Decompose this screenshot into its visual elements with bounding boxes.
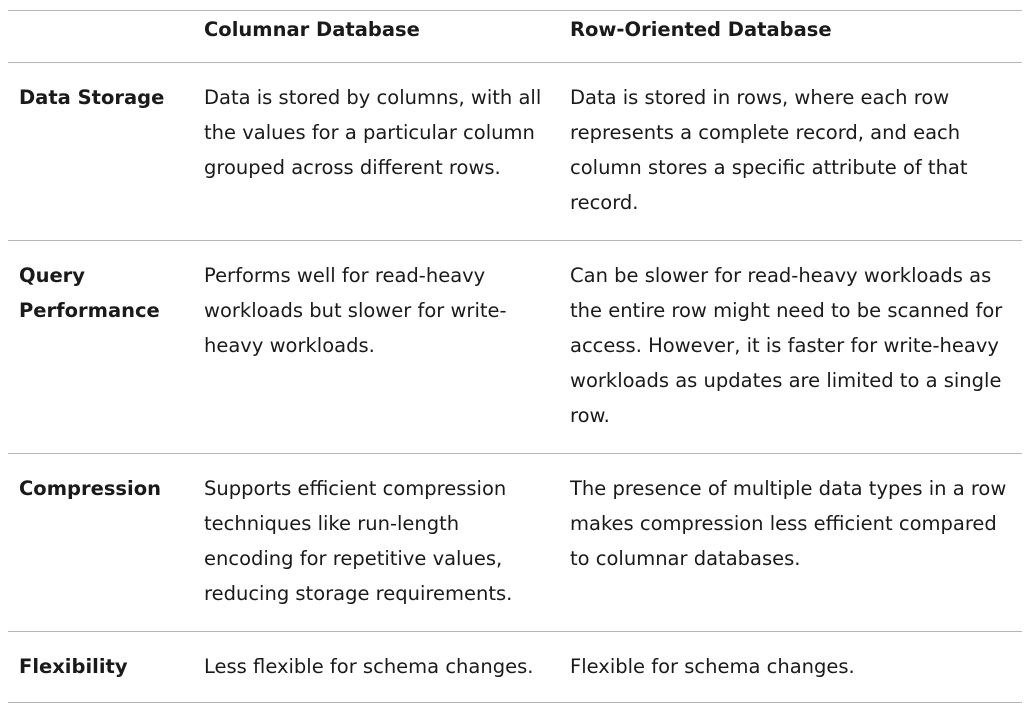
comparison-table: Columnar Database Row-Oriented Database … xyxy=(8,10,1022,703)
row-label-compression: Compression xyxy=(8,453,193,632)
table-row-compression: Compression Supports efficient compressi… xyxy=(8,453,1022,632)
header-columnar-database: Columnar Database xyxy=(193,10,559,63)
cell-row-oriented-compression: The presence of multiple data types in a… xyxy=(559,453,1022,632)
cell-row-oriented-flexibility: Flexible for schema changes. xyxy=(559,631,1022,703)
cell-columnar-flexibility: Less flexible for schema changes. xyxy=(193,631,559,703)
cell-row-oriented-query-performance: Can be slower for read-heavy workloads a… xyxy=(559,240,1022,454)
table-row-flexibility: Flexibility Less flexible for schema cha… xyxy=(8,631,1022,703)
table-row-query-performance: Query Performance Performs well for read… xyxy=(8,240,1022,454)
cell-columnar-data-storage: Data is stored by columns, with all the … xyxy=(193,62,559,241)
table-body: Data Storage Data is stored by columns, … xyxy=(8,62,1022,703)
header-corner-cell xyxy=(8,10,193,63)
row-label-query-performance: Query Performance xyxy=(8,240,193,454)
row-label-data-storage: Data Storage xyxy=(8,62,193,241)
row-label-flexibility: Flexibility xyxy=(8,631,193,703)
cell-columnar-compression: Supports efficient compression technique… xyxy=(193,453,559,632)
cell-row-oriented-data-storage: Data is stored in rows, where each row r… xyxy=(559,62,1022,241)
cell-columnar-query-performance: Performs well for read-heavy workloads b… xyxy=(193,240,559,454)
header-row: Columnar Database Row-Oriented Database xyxy=(8,10,1022,63)
header-row-oriented-database: Row-Oriented Database xyxy=(559,10,1022,63)
document-page: Columnar Database Row-Oriented Database … xyxy=(8,10,1022,703)
table-header: Columnar Database Row-Oriented Database xyxy=(8,10,1022,63)
table-row-data-storage: Data Storage Data is stored by columns, … xyxy=(8,62,1022,241)
